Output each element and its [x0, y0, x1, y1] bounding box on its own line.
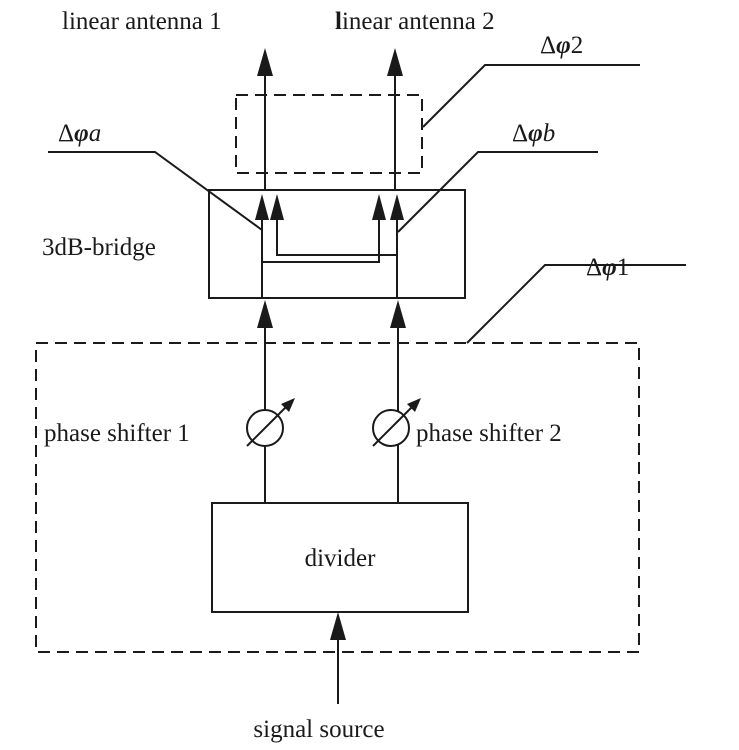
signal-source-label: signal source	[253, 716, 384, 743]
signal-source-arrowhead	[330, 612, 346, 640]
divider-label: divider	[305, 545, 376, 572]
phase-shifter-1-icon	[246, 398, 295, 447]
delta-phi-2-label: Δφ2	[540, 32, 583, 59]
bridge-label: 3dB-bridge	[42, 234, 156, 261]
antenna-2-arrowhead	[387, 48, 403, 76]
feed-2-arrowhead	[390, 300, 406, 328]
feed-1-arrowhead	[257, 300, 273, 328]
bridge-box	[208, 189, 466, 299]
phase-shifter-2-label: phase shifter 2	[416, 420, 562, 447]
bridge-arrowhead-1	[255, 194, 269, 220]
antenna-1-arrowhead	[257, 48, 273, 76]
feed-network-box	[35, 342, 640, 653]
phase-shifter-1-label: phase shifter 1	[44, 420, 190, 447]
bridge-path-left-cross	[262, 216, 380, 263]
bridge-arrowhead-3	[372, 194, 386, 220]
delta-phi-a-leader	[48, 151, 263, 231]
delta-phi-a-label: Δφa	[58, 120, 101, 147]
delta-phi-1-label: Δφ1	[586, 254, 629, 281]
antenna-2-label: linear antenna 2	[335, 8, 495, 35]
phase-shifter-2-icon	[372, 398, 421, 447]
delta-phi-1-leader	[466, 264, 686, 344]
divider-box	[211, 502, 469, 613]
bridge-path-right-cross	[276, 216, 397, 256]
bridge-arrowhead-4	[390, 194, 404, 220]
delta-phi-b-label: Δφb	[512, 120, 555, 147]
delta-phi-2-leader	[422, 64, 640, 128]
antenna-1-label: linear antenna 1	[62, 8, 222, 35]
bridge-arrowhead-2	[270, 194, 284, 220]
delta-phi-b-leader	[397, 151, 598, 233]
